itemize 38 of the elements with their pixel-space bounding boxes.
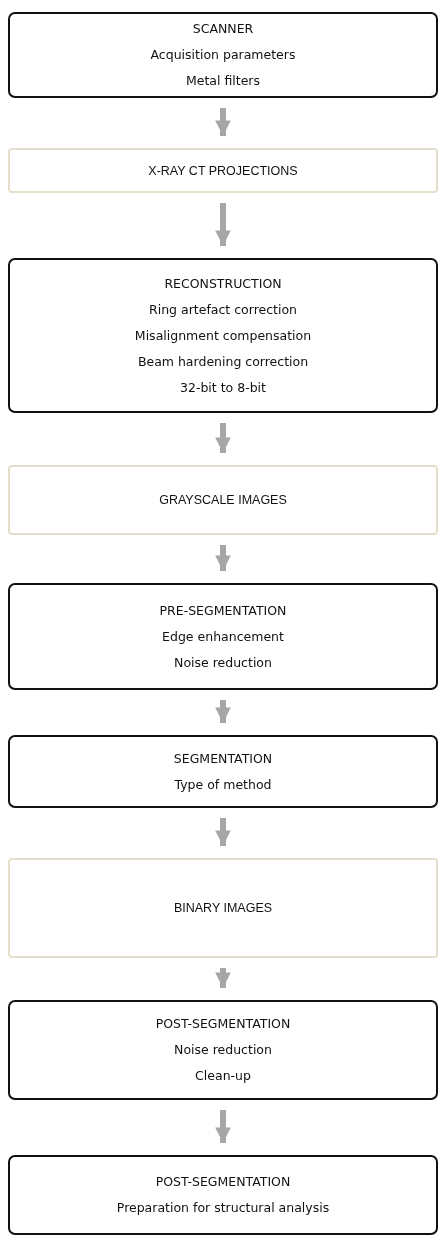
- arrow: [215, 545, 231, 571]
- step-title: POST-SEGMENTATION: [155, 1173, 291, 1191]
- step-detail: 32-bit to 8-bit: [180, 378, 266, 397]
- step-detail: Misalignment compensation: [134, 326, 312, 345]
- step-title: BINARY IMAGES: [173, 900, 273, 917]
- step-title: GRAYSCALE IMAGES: [159, 492, 287, 509]
- step-title: SEGMENTATION: [173, 749, 273, 768]
- step-detail: Noise reduction: [174, 1041, 272, 1059]
- step-title: X-RAY CT PROJECTIONS: [148, 162, 298, 180]
- step-detail: Edge enhancement: [162, 627, 284, 646]
- arrow: [215, 968, 231, 988]
- data-box: [8, 465, 438, 535]
- arrow: [215, 108, 231, 136]
- step-title: SCANNER: [192, 20, 254, 38]
- step-detail: Acquisition parameters: [150, 46, 296, 64]
- process-box: [8, 1155, 438, 1235]
- arrow: [215, 700, 231, 723]
- step-title: RECONSTRUCTION: [164, 274, 282, 293]
- process-box: [8, 12, 438, 98]
- step-detail: Clean-up: [195, 1067, 251, 1085]
- arrow: [215, 423, 231, 453]
- step-detail: Beam hardening correction: [137, 352, 309, 371]
- data-box: [8, 858, 438, 958]
- step-detail: Ring artefact correction: [149, 300, 297, 319]
- arrow: [215, 1110, 231, 1143]
- step-detail: Metal filters: [185, 72, 261, 90]
- arrow: [215, 203, 231, 246]
- data-box: [8, 148, 438, 193]
- step-detail: Preparation for structural analysis: [116, 1199, 330, 1217]
- step-detail: Type of method: [174, 775, 272, 794]
- arrow: [215, 818, 231, 846]
- step-title: POST-SEGMENTATION: [155, 1015, 291, 1033]
- process-box: [8, 1000, 438, 1100]
- process-box: [8, 258, 438, 413]
- process-box: [8, 735, 438, 808]
- process-box: [8, 583, 438, 690]
- step-detail: Noise reduction: [174, 653, 272, 672]
- step-title: PRE-SEGMENTATION: [159, 601, 287, 620]
